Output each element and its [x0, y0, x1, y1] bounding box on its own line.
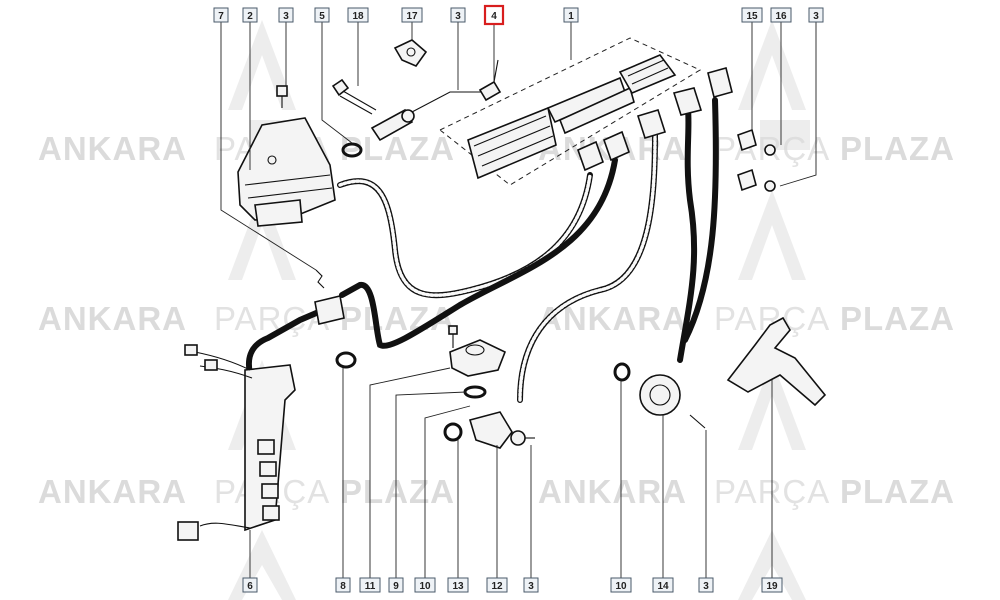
- part-sensor-14: [639, 374, 706, 429]
- watermark-word: PLAZA: [840, 300, 955, 337]
- part-position-sensor: [237, 117, 336, 227]
- svg-text:16: 16: [775, 11, 787, 22]
- svg-text:11: 11: [365, 581, 376, 592]
- svg-text:19: 19: [766, 581, 778, 592]
- svg-text:6: 6: [247, 581, 253, 592]
- svg-text:3: 3: [283, 11, 289, 22]
- watermark-word: ANKARA: [38, 473, 187, 510]
- part-label[interactable]: 19: [761, 577, 783, 593]
- watermark-row: ANKARA PARÇA PLAZA ANKARA PARÇA PLAZA: [38, 300, 955, 337]
- part-oring-13: [443, 422, 463, 442]
- watermark-word: ANKARA: [538, 473, 687, 510]
- svg-text:18: 18: [352, 11, 364, 22]
- svg-text:10: 10: [419, 581, 431, 592]
- watermark-logo-icon: [228, 530, 296, 600]
- watermark-word: PLAZA: [840, 473, 955, 510]
- part-label[interactable]: 9: [388, 577, 404, 593]
- watermark-word: ANKARA: [38, 130, 187, 167]
- svg-text:15: 15: [746, 11, 758, 22]
- part-oring-10: [613, 362, 631, 382]
- part-label[interactable]: 1: [563, 7, 579, 23]
- part-label[interactable]: 17: [401, 7, 423, 23]
- part-bolt-16: [764, 144, 776, 192]
- part-sensor-12: [468, 411, 535, 449]
- part-ecu-housing: [439, 37, 702, 186]
- svg-text:9: 9: [393, 581, 399, 592]
- part-label[interactable]: 11: [359, 577, 381, 593]
- part-clip-15: [737, 128, 757, 192]
- part-label[interactable]: 7: [213, 7, 229, 23]
- part-label[interactable]: 3: [808, 7, 824, 23]
- part-long-bolt: [331, 78, 377, 115]
- part-label[interactable]: 10: [610, 577, 632, 593]
- top-labels: 7 2 3 5 18 17 3 4 1 15 16 3: [213, 4, 824, 26]
- svg-text:5: 5: [319, 11, 325, 22]
- part-7-marker: [315, 269, 325, 289]
- part-label[interactable]: 3: [698, 577, 714, 593]
- part-label[interactable]: 10: [414, 577, 436, 593]
- part-bracket-19: [726, 316, 827, 407]
- svg-text:12: 12: [491, 581, 503, 592]
- svg-text:7: 7: [218, 11, 224, 22]
- watermark-logo-icon: [738, 190, 806, 280]
- part-pressure-sensor: [448, 325, 507, 399]
- svg-text:13: 13: [452, 581, 464, 592]
- part-label[interactable]: 2: [242, 7, 258, 23]
- part-label[interactable]: 15: [741, 7, 763, 23]
- part-label[interactable]: 16: [770, 7, 792, 23]
- watermark-text: ANKARA PARÇA PLAZA ANKARA PARÇA PLAZA AN…: [38, 130, 955, 510]
- part-label[interactable]: 13: [447, 577, 469, 593]
- part-oring-8: [335, 351, 357, 369]
- part-label[interactable]: 5: [314, 7, 330, 23]
- svg-text:3: 3: [528, 581, 534, 592]
- bottom-labels: 6 8 11 9 10 13 12 3 10 14 3 19: [242, 577, 783, 593]
- svg-text:10: 10: [615, 581, 627, 592]
- part-label[interactable]: 14: [652, 577, 674, 593]
- svg-text:8: 8: [340, 581, 346, 592]
- watermark-word: PLAZA: [340, 130, 455, 167]
- svg-text:14: 14: [657, 581, 669, 592]
- part-label[interactable]: 3: [450, 7, 466, 23]
- part-connector-4: [478, 59, 502, 102]
- part-label[interactable]: 8: [335, 577, 351, 593]
- leader-lines: [220, 22, 817, 578]
- harness-cables: [337, 97, 719, 403]
- part-speed-sensor: [370, 91, 485, 142]
- svg-text:3: 3: [813, 11, 819, 22]
- part-harness-6: [177, 295, 345, 541]
- part-oring-5: [341, 142, 363, 158]
- svg-text:2: 2: [247, 11, 253, 22]
- watermark-row: ANKARA PARÇA PLAZA ANKARA PARÇA PLAZA: [38, 473, 955, 510]
- part-label[interactable]: 6: [242, 577, 258, 593]
- svg-text:3: 3: [703, 581, 709, 592]
- svg-text:1: 1: [568, 11, 574, 22]
- cable-connectors: [577, 67, 733, 172]
- svg-text:17: 17: [406, 11, 418, 22]
- watermark-word: PARÇA: [214, 300, 330, 337]
- part-label[interactable]: 18: [347, 7, 369, 23]
- watermark-word: ANKARA: [38, 300, 187, 337]
- watermark-word: PLAZA: [840, 130, 955, 167]
- svg-text:3: 3: [455, 11, 461, 22]
- part-label[interactable]: 3: [523, 577, 539, 593]
- svg-text:4: 4: [491, 11, 497, 22]
- part-clip: [393, 39, 428, 67]
- watermark-logo-icon: [738, 360, 806, 450]
- part-bolt: [276, 85, 288, 108]
- watermark-word: PLAZA: [340, 473, 455, 510]
- part-label[interactable]: 12: [486, 577, 508, 593]
- part-label-highlighted[interactable]: 4: [483, 4, 505, 26]
- watermark-logo-icon: [228, 190, 296, 280]
- part-label[interactable]: 3: [278, 7, 294, 23]
